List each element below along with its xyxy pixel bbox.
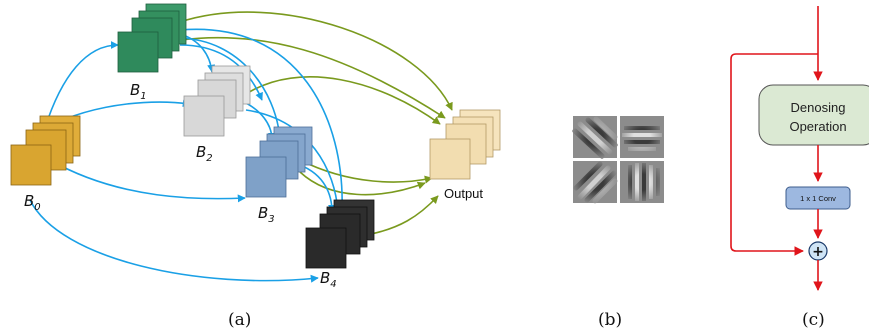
arrow-b3-to-output-2: [299, 171, 426, 196]
block-b4-label: B4: [320, 269, 337, 290]
gabor-filter-diagonal: [572, 116, 618, 159]
arrow-b0-to-b3: [49, 159, 246, 203]
arrow-b1-to-output-2: [179, 36, 446, 119]
gabor-filter-anti-diagonal: [573, 161, 618, 204]
caption-b: (b): [598, 310, 622, 330]
add-symbol: +: [812, 244, 824, 260]
block-b3: B3: [245, 126, 313, 225]
denoise-label-line1: Denosing: [791, 100, 846, 115]
arrow-b1-to-b3: [179, 37, 284, 139]
arrow-b1-to-output: [179, 11, 453, 111]
gabor-filter-horizontal: [620, 116, 664, 158]
block-b0-label: B0: [24, 192, 41, 213]
block-b3-label: B3: [258, 204, 275, 225]
output-label: Output: [444, 186, 483, 201]
conv-label: 1 x 1 Conv: [800, 194, 836, 203]
block-b1-label: B1: [130, 81, 147, 102]
arrow-b1-to-b2-b: [179, 44, 263, 101]
arrow-b0-to-b4: [29, 199, 319, 283]
arrow-b1-to-b4: [179, 28, 347, 211]
block-b2-label: B2: [196, 143, 213, 164]
add-node: +: [808, 241, 828, 261]
arrow-b2-to-output: [245, 76, 441, 125]
panel-a-feature-blocks: B1 B2 B3 B0: [10, 3, 501, 330]
output-block: Output: [429, 109, 501, 201]
block-b1: B1: [117, 3, 187, 102]
arrow-b3-to-output: [299, 159, 433, 184]
block-b4: B4: [305, 199, 375, 290]
block-b2: B2: [183, 65, 251, 164]
block-b0: B0: [10, 115, 81, 213]
arrow-b2-to-b4: [245, 109, 342, 213]
panel-b-gabor-filters: (b): [572, 116, 664, 330]
denoise-label-line2: Operation: [789, 119, 846, 134]
skip-connection: [730, 53, 818, 256]
denoising-operation-box: Denosing Operation: [758, 84, 869, 146]
gabor-filter-vertical: [620, 161, 664, 203]
panel-c-denoising-block: Denosing Operation 1 x 1 Conv + (c): [730, 6, 869, 330]
caption-a: (a): [228, 310, 251, 330]
caption-c: (c): [802, 310, 825, 330]
conv-1x1-box: 1 x 1 Conv: [785, 186, 851, 210]
